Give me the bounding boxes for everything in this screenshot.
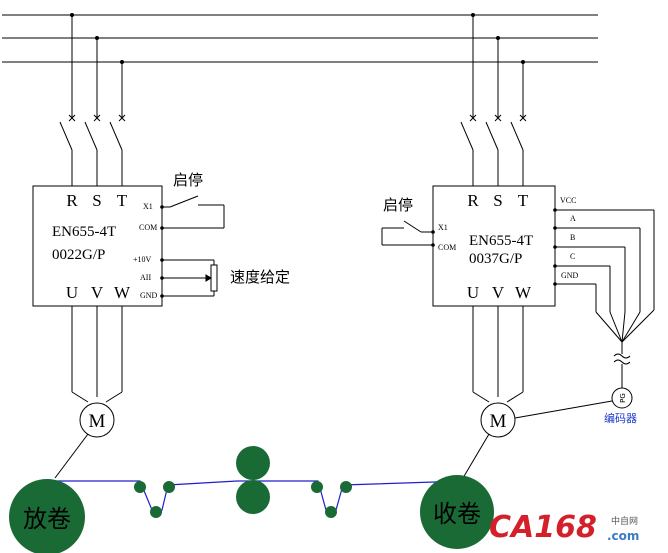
enc-a-label: A bbox=[570, 214, 576, 223]
right-drive-model: EN655-4T bbox=[469, 233, 533, 249]
svg-text:M: M bbox=[89, 411, 106, 432]
right-terminal-s: S bbox=[493, 191, 502, 210]
svg-text:M: M bbox=[490, 411, 507, 432]
left-motor-belt bbox=[54, 433, 89, 479]
logo-cn: 中自网 bbox=[611, 515, 638, 527]
right-motor-leads bbox=[472, 306, 524, 403]
left-drive-model: EN655-4T bbox=[52, 224, 116, 240]
encoder: PG bbox=[611, 387, 633, 409]
left-drive-code: 0022G/P bbox=[52, 247, 105, 263]
enc-b-label: B bbox=[570, 233, 575, 242]
right-start-stop-label: 启停 bbox=[383, 196, 413, 214]
svg-text:放卷: 放卷 bbox=[23, 505, 71, 533]
left-terminal-r: R bbox=[66, 191, 78, 210]
right-terminal-v: V bbox=[492, 283, 505, 302]
enc-gnd-label: GND bbox=[561, 271, 579, 280]
right-drive: R S T EN655-4T 0037G/P U V W X1 COM VCC … bbox=[432, 185, 579, 307]
left-io-10v: +10V bbox=[133, 255, 152, 264]
right-motor-belt bbox=[462, 433, 490, 479]
enc-c-label: C bbox=[570, 252, 575, 261]
left-breaker bbox=[59, 15, 126, 186]
left-io-gnd: GND bbox=[140, 291, 158, 300]
right-terminal-r: R bbox=[467, 191, 479, 210]
encoder-coupling bbox=[514, 400, 613, 419]
encoder-symbol: PG bbox=[619, 393, 627, 403]
right-breaker bbox=[460, 15, 527, 186]
unwind-roll: 放卷 bbox=[9, 479, 85, 553]
svg-text:收卷: 收卷 bbox=[433, 500, 481, 528]
left-terminal-t: T bbox=[117, 191, 128, 210]
right-drive-code: 0037G/P bbox=[469, 251, 522, 267]
right-terminal-u: U bbox=[467, 283, 479, 302]
left-io-x1: X1 bbox=[143, 202, 153, 211]
watermark-logo: CA168 .com 中自网 bbox=[489, 510, 639, 545]
right-terminal-w: W bbox=[515, 283, 532, 302]
left-motor: M bbox=[79, 402, 115, 438]
logo-text: CA168 bbox=[489, 510, 597, 545]
left-terminal-u: U bbox=[66, 283, 78, 302]
nip-rollers bbox=[236, 446, 270, 514]
right-motor: M bbox=[480, 402, 516, 438]
left-terminal-w: W bbox=[114, 283, 131, 302]
left-potentiometer bbox=[162, 259, 218, 297]
left-io-com: COM bbox=[139, 223, 157, 232]
encoder-label: 编码器 bbox=[604, 411, 637, 425]
rewind-roll: 收卷 bbox=[420, 475, 494, 549]
encoder-wiring bbox=[555, 209, 655, 388]
left-start-stop-label: 启停 bbox=[173, 171, 203, 189]
right-start-stop-switch bbox=[381, 220, 433, 246]
left-motor-leads bbox=[71, 306, 123, 403]
right-terminal-t: T bbox=[518, 191, 529, 210]
left-start-stop-switch bbox=[162, 195, 225, 229]
speed-reference-label: 速度给定 bbox=[230, 268, 290, 286]
enc-vcc-label: VCC bbox=[560, 196, 576, 205]
left-io-aii: AII bbox=[140, 273, 151, 282]
left-drive: R S T EN655-4T 0022G/P U V W X1 COM +10V… bbox=[32, 185, 163, 307]
logo-suffix: .com bbox=[607, 529, 639, 543]
power-bus bbox=[2, 14, 598, 63]
right-io-com: COM bbox=[438, 243, 456, 252]
left-terminal-v: V bbox=[91, 283, 104, 302]
guide-rollers bbox=[134, 481, 352, 518]
left-terminal-s: S bbox=[92, 191, 101, 210]
right-io-x1: X1 bbox=[438, 223, 448, 232]
